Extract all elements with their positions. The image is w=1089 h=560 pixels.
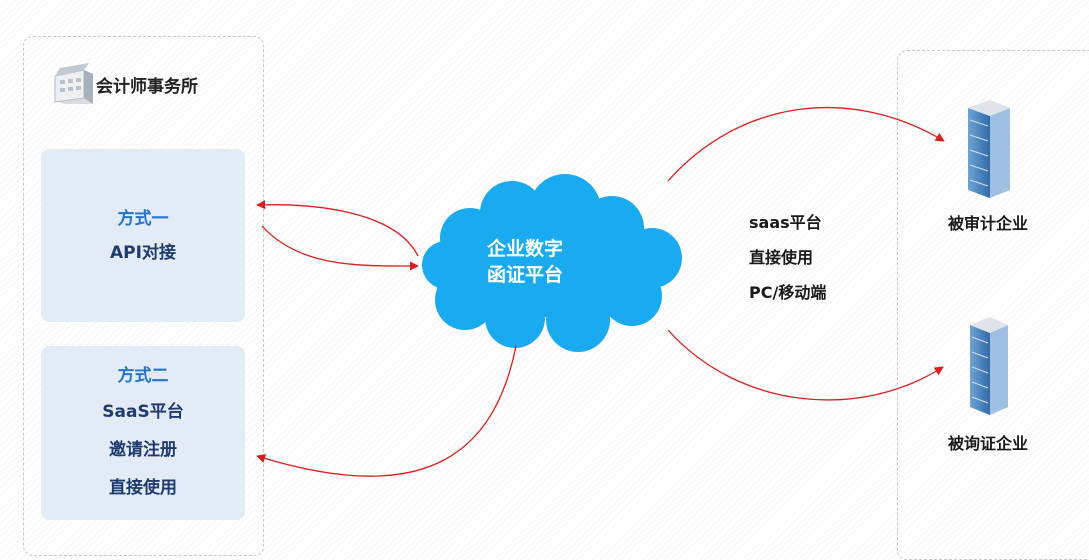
method-one-line: API对接 [110, 242, 176, 263]
method-one-box: 方式一 API对接 [41, 149, 245, 322]
method-two-line: 直接使用 [109, 478, 177, 498]
saas-access-line: PC/移动端 [749, 283, 827, 302]
arrow-cloud-to-confirmed-enterprise [667, 329, 944, 401]
platform-label: 企业数字 函证平台 [470, 236, 580, 288]
saas-access-line: saas平台 [749, 213, 822, 232]
diagram-graphics [54, 63, 1010, 477]
saas-access-text: saas平台 直接使用 PC/移动端 [749, 205, 826, 310]
skyscraper-icon [968, 100, 1010, 198]
saas-access-line: 直接使用 [749, 248, 814, 267]
method-two-box: 方式二 SaaS平台 邀请注册 直接使用 [41, 346, 245, 520]
arrow-method-one-to-cloud [261, 225, 419, 271]
audited-enterprise-label: 被审计企业 [948, 214, 1029, 233]
arrow-cloud-to-method-one [256, 200, 419, 257]
confirmed-enterprise-label: 被询证企业 [948, 434, 1029, 453]
office-building-icon [54, 63, 93, 104]
platform-cloud [422, 174, 682, 352]
method-two-line: 邀请注册 [109, 440, 177, 460]
arrow-cloud-to-audited-enterprise [667, 107, 945, 182]
firm-title: 会计师事务所 [96, 77, 198, 97]
skyscraper-icon [970, 317, 1008, 415]
platform-label-line: 函证平台 [486, 264, 563, 286]
platform-label-line: 企业数字 [486, 238, 563, 260]
method-one-heading: 方式一 [117, 208, 169, 229]
method-two-heading: 方式二 [117, 366, 169, 386]
arrow-cloud-to-method-two [256, 345, 517, 477]
method-two-line: SaaS平台 [102, 402, 184, 422]
